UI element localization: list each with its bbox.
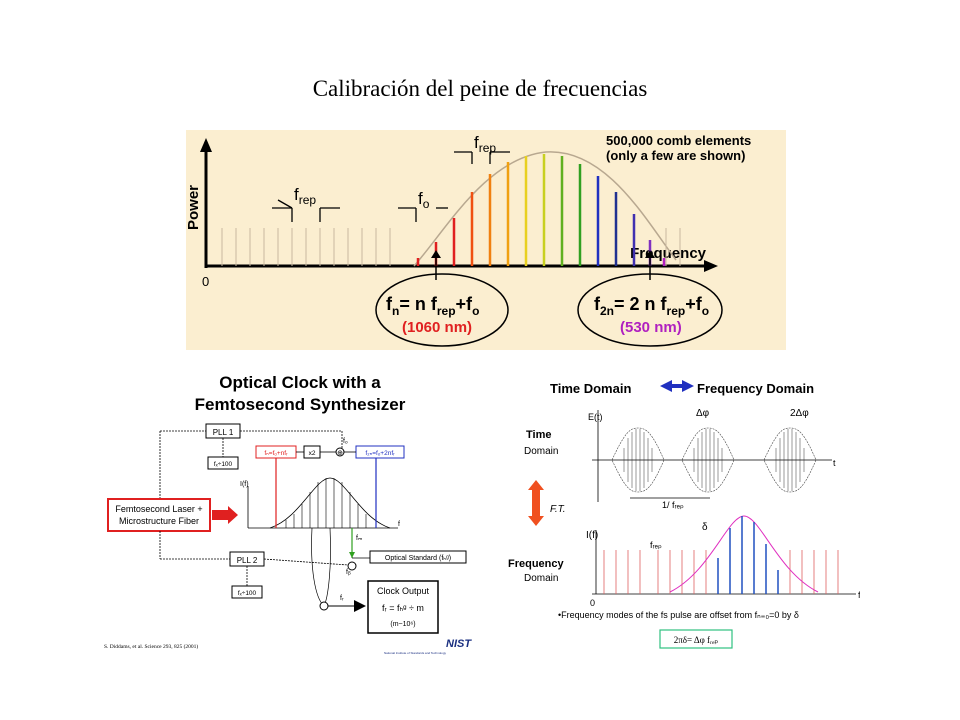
header-time-domain: Time Domain [550,381,631,396]
pll1-label: PLL 1 [213,428,234,437]
laser-box [107,498,211,532]
spectrum-lines [285,478,367,528]
f-label: f [398,521,400,528]
ft-arrow-icon [528,480,544,526]
x2-label: x2 [309,450,316,457]
time-domain-label: Domain [524,446,558,457]
zero-label: 0 [590,598,595,608]
comb-note-line1: 500,000 comb elements [606,133,751,148]
frep-label: fᵣₑₚ [650,540,662,550]
time-frequency-diagram: Time Domain Frequency Domain Time Domain… [508,380,860,649]
power-axis-arrow [200,138,212,152]
If-label: I(f) [240,481,249,488]
clock-output-label: Clock Output [377,586,430,596]
time-label: Time [526,429,551,441]
pulse-carriers [623,429,805,491]
header-frequency-domain: Frequency Domain [697,381,814,396]
clock-output-m: (m~10⁶) [390,621,415,628]
slide-title: Calibración del peine de frecuencias [312,76,648,101]
fn-wavelength: (1060 nm) [402,319,472,336]
ft-label: F.T. [550,504,566,515]
frequency-comb-diagram: Power Frequency 0 frep [186,130,786,350]
f2n-box-label: f₂ₙ=fₒ+2nfᵣ [365,450,395,457]
faint-freq-lines [603,550,839,594]
fo-label: fo [418,189,430,211]
double-arrow-icon [660,380,694,392]
fn-box-label: fₙ=fₒ+nfᵣ [264,450,288,457]
divider2-label: fₓ÷100 [238,590,257,597]
freq-note: •Frequency modes of the fs pulse are off… [558,610,799,620]
frep-marker-top [454,151,510,164]
f2n-wavelength: (530 nm) [620,319,682,336]
freq-envelope [669,515,819,593]
Et-label: E(t) [588,412,603,422]
origin-label: 0 [202,274,209,289]
fn-ellipse [375,273,509,347]
clock-title-line2: Femtosecond Synthesizer [195,395,406,414]
optical-standard-label: Optical Standard (fₕᵍ) [385,555,451,562]
optical-standard-box [369,550,467,564]
fo-marker [398,207,448,222]
citation: S. Diddams, et al. Science 293, 825 (200… [104,643,198,650]
clock-output-box [367,580,439,634]
colored-comb-lines [416,154,666,266]
f2n-ellipse [577,273,723,347]
If-label: I(f) [586,530,598,541]
spectrum-envelope [269,477,391,529]
mixer2-icon [347,561,357,571]
laser-label-line1: Femtosecond Laser + [115,504,202,514]
laser-label-line2: Microstructure Fiber [119,516,199,526]
mixer3-icon [319,601,329,611]
svg-text:⊕: ⊕ [337,450,343,457]
frep-label-top: frep [474,133,496,155]
f-label: f [858,590,860,600]
equation-box [659,629,733,649]
frequency-label: Frequency [508,558,565,570]
nist-logo: NIST [446,638,472,650]
nist-subtitle: National Institute of Standards and Tech… [384,651,446,655]
optical-clock-diagram: Optical Clock with a Femtosecond Synthes… [104,373,472,655]
laser-arrow-icon [212,506,238,524]
f2n-equation: f2n= 2 n frep+fo [594,294,709,318]
t-label: t [833,458,836,468]
comb-envelope [413,151,677,267]
frequency-axis-arrow [704,260,718,272]
fo-label: fₒ [343,438,348,445]
comb-background [186,130,786,350]
power-label: Power [186,185,202,230]
comb-note-line2: (only a few are shown) [606,148,745,163]
clock-title-line1: Optical Clock with a [219,373,381,392]
fr-label: fᵣ [340,595,344,602]
fm-label: fₘ [356,535,362,542]
blue-freq-lines [717,516,779,594]
frequency-domain-label: Domain [524,573,558,584]
fn-equation: fn= n frep+fo [386,294,479,318]
fb-label: fᵦ [346,569,351,576]
frequency-label: Frequency [630,245,707,262]
equation-label: 2πδ= Δφ fᵣₑₚ [674,635,719,645]
delta-phi-label: Δφ [696,408,710,419]
pulse-envelopes [611,427,817,493]
delta-label: δ [702,522,708,533]
frep-marker-left [272,199,340,222]
clock-output-formula: fᵣ = fₕᵍ ÷ m [382,603,424,613]
two-delta-phi-label: 2Δφ [790,408,809,419]
period-label: 1/ fᵣₑₚ [662,500,684,510]
frep-label-left: frep [294,185,316,207]
clock-output-arrow [354,600,366,612]
faint-comb-lines [221,228,681,266]
pll2-label: PLL 2 [237,556,258,565]
divider1-label: fₓ÷100 [214,461,233,468]
